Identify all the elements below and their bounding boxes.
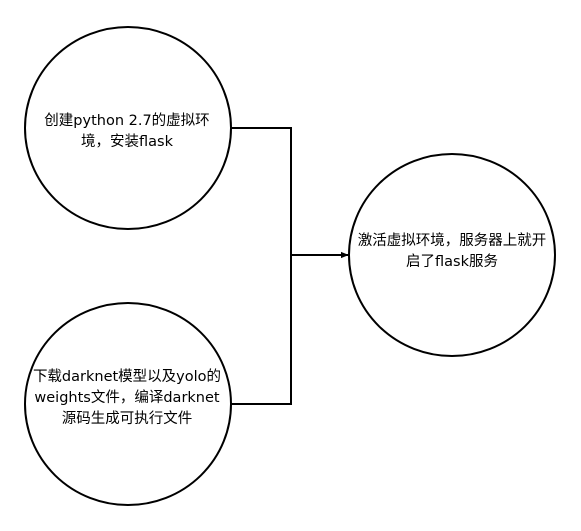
node-2-label: 下载darknet模型以及yolo的weights文件，编译darknet源码生… [32,368,222,427]
node-1-label: 创建python 2.7的虚拟环境，安装flask [44,113,210,150]
edge-node-1-to-node-3 [231,127,292,255]
node-3-label: 激活虚拟环境，服务器上就开启了flask服务 [357,233,547,270]
node-3-circle [348,153,556,357]
edge-node-2-to-node-3 [231,255,292,405]
